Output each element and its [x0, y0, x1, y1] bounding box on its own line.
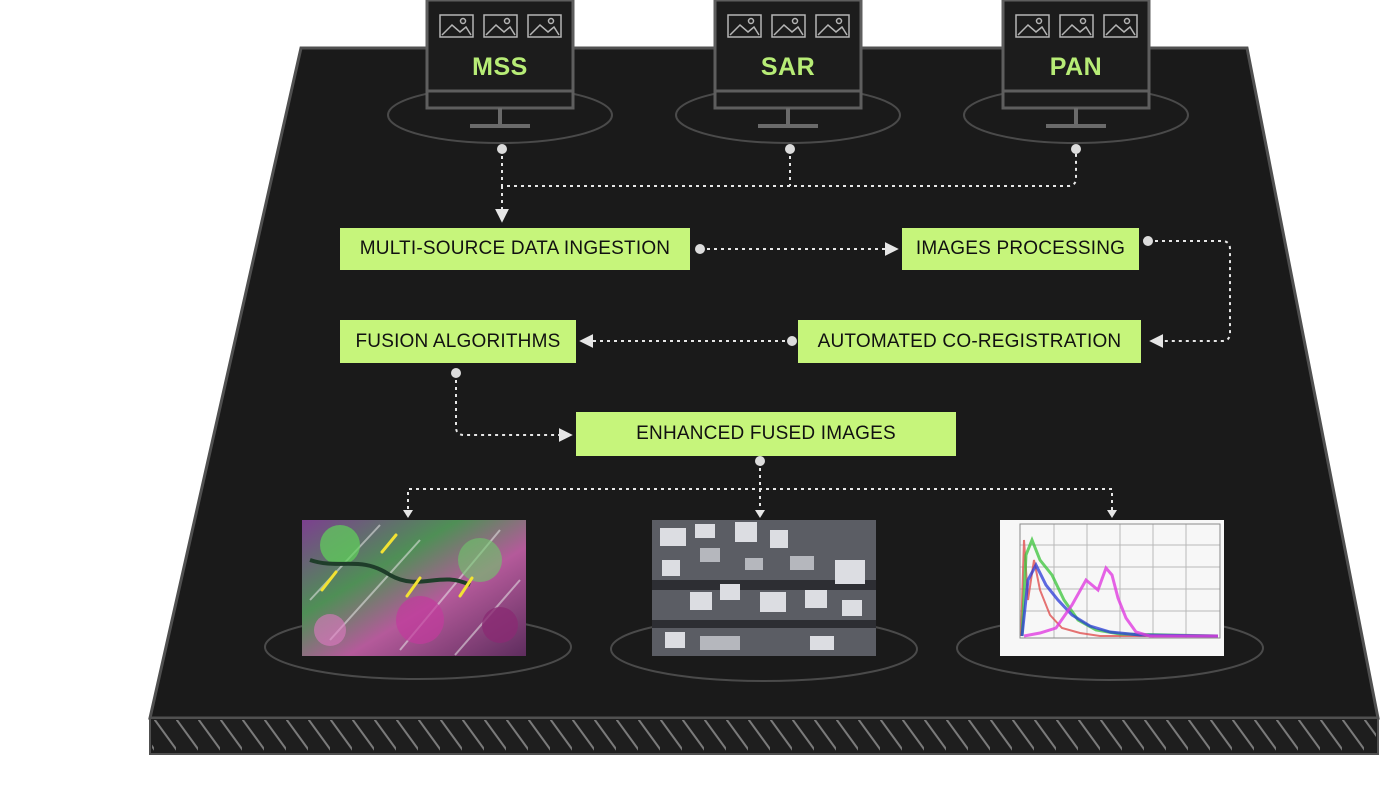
image-icon: [1103, 14, 1138, 38]
step-enhanced-fused-images: ENHANCED FUSED IMAGES: [576, 412, 956, 456]
platform-hatch: [152, 720, 1376, 752]
step-label: MULTI-SOURCE DATA INGESTION: [359, 238, 671, 259]
image-icon: [1059, 14, 1094, 38]
source-label-sar: SAR: [761, 53, 815, 81]
connector-processing-coregistration: [1148, 240, 1231, 348]
image-icon: [483, 14, 518, 38]
step-label: ENHANCED FUSED IMAGES: [636, 423, 896, 444]
source-monitor-sar: SAR: [675, 0, 901, 144]
source-label-pan: PAN: [1050, 53, 1102, 81]
image-icon: [1015, 14, 1050, 38]
step-automated-co-registration: AUTOMATED CO-REGISTRATION: [798, 320, 1141, 363]
step-label: IMAGES PROCESSING: [915, 238, 1126, 259]
image-icon: [727, 14, 762, 38]
step-label: AUTOMATED CO-REGISTRATION: [817, 330, 1122, 352]
source-monitor-pan: PAN: [963, 0, 1189, 144]
step-multi-source-data-ingestion: MULTI-SOURCE DATA INGESTION: [340, 228, 690, 270]
output-spectral-histogram: [956, 520, 1264, 681]
image-icon: [439, 14, 474, 38]
image-icon: [815, 14, 850, 38]
output-false-color-image: [264, 520, 572, 680]
source-label-mss: MSS: [472, 53, 528, 81]
output-urban-rooftops-image: [610, 520, 918, 682]
connector-sources-merge: [501, 149, 1077, 187]
step-images-processing: IMAGES PROCESSING: [902, 228, 1139, 270]
image-icon: [527, 14, 562, 38]
step-label: FUSION ALGORITHMS: [355, 330, 561, 352]
connector-arrowheads: [403, 510, 1117, 518]
step-fusion-algorithms: FUSION ALGORITHMS: [340, 320, 576, 363]
source-monitor-mss: MSS: [387, 0, 613, 144]
image-icon: [771, 14, 806, 38]
connector-dots: [451, 144, 1153, 466]
